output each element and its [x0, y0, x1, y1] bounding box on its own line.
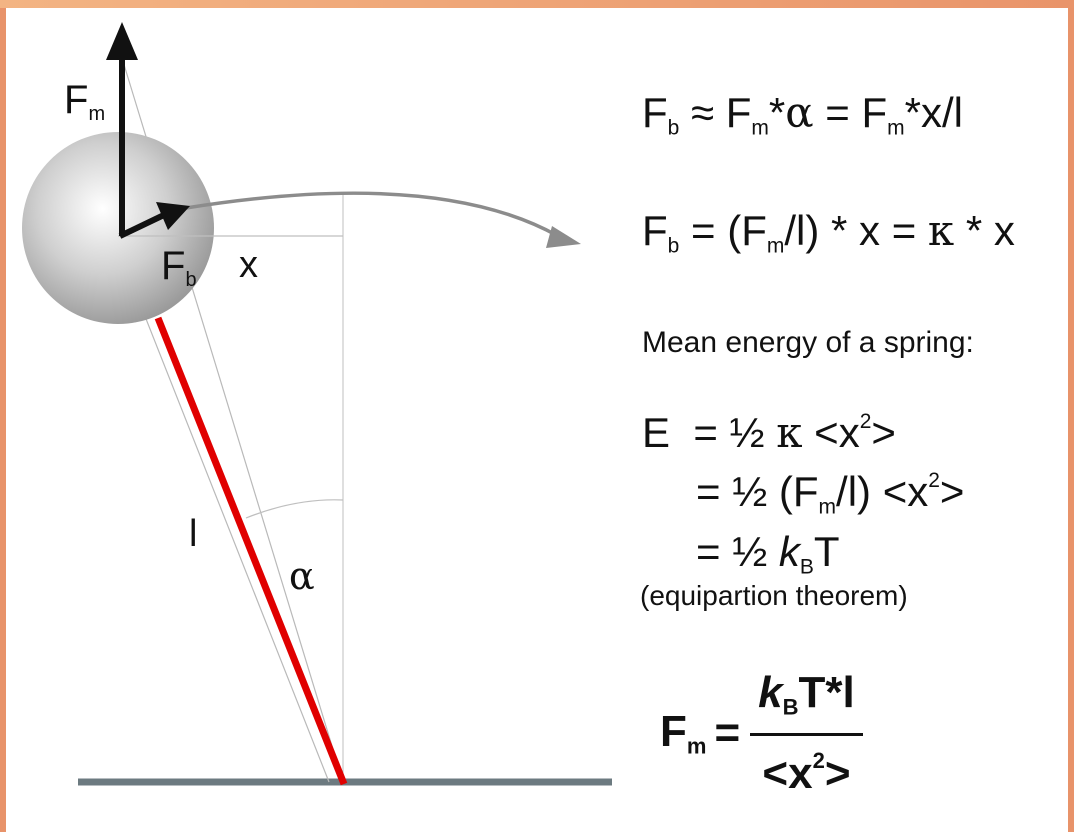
final-equals: =	[714, 708, 741, 758]
construction-line-inner	[117, 247, 330, 783]
final-denominator: <x2>	[762, 747, 851, 798]
label-alpha: α	[289, 554, 315, 598]
label-force-m: Fm	[64, 78, 106, 125]
final-fraction: kBT*l <x2>	[750, 670, 863, 796]
displacement-curve-arrow	[185, 191, 559, 238]
force-b-arrow-shaft	[118, 211, 168, 239]
equation-energy-force: = ½ (Fm/l) <x2>	[696, 468, 965, 519]
curve-arrowhead	[546, 226, 581, 248]
equation-energy-kappa: E = ½ κ <x2>	[642, 408, 896, 457]
force-m-arrowhead	[106, 22, 138, 60]
top-band	[0, 0, 1074, 8]
final-numerator: kBT*l	[758, 668, 855, 720]
force-b-arrowhead	[156, 202, 190, 230]
pendulum-ball	[22, 132, 214, 324]
note-equipartition: (equipartion theorem)	[640, 580, 908, 611]
label-x: x	[239, 244, 258, 286]
equation-final-force-m: Fm = kBT*l <x2>	[660, 670, 863, 796]
equation-force-b-spring: Fb = (Fm/l) * x = κ * x	[642, 206, 1015, 258]
caption-mean-energy: Mean energy of a spring:	[642, 326, 974, 359]
pendulum-rod	[154, 316, 348, 786]
pendulum-diagram	[22, 22, 612, 786]
label-force-b: Fb	[161, 244, 197, 291]
alpha-angle-arc	[245, 499, 344, 519]
diagram-canvas: Fm Fb x l α Fb ≈ Fm*α = Fm*x/l Fb = (Fm/…	[6, 8, 1068, 832]
fraction-bar	[750, 732, 863, 736]
label-length: l	[189, 513, 198, 555]
final-lhs: Fm	[660, 706, 707, 759]
equation-force-b-approx: Fb ≈ Fm*α = Fm*x/l	[642, 88, 964, 140]
equation-energy-thermal: = ½ kBT	[696, 528, 840, 579]
